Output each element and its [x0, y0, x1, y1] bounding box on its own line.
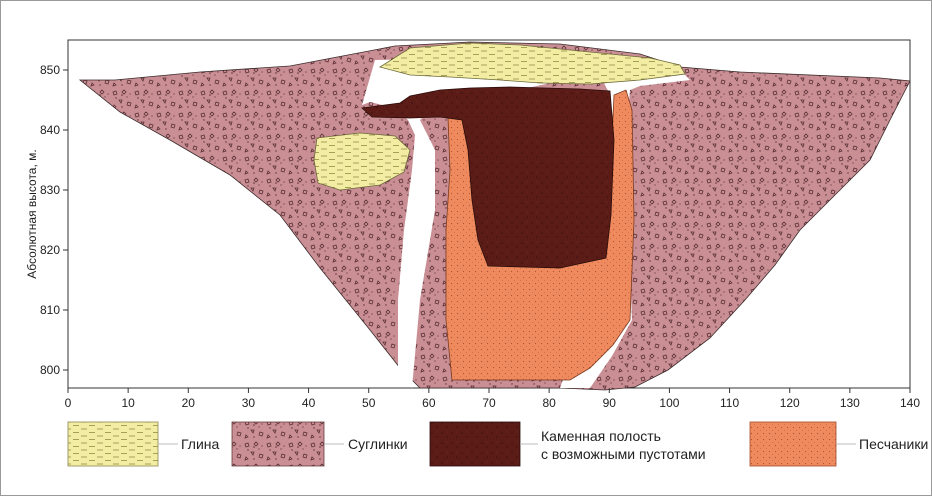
legend-swatch-cavity	[430, 422, 520, 466]
y-tick-label: 800	[40, 363, 60, 377]
x-tick-label: 70	[482, 396, 496, 410]
legend-swatch-loam	[232, 422, 324, 466]
legend-label-cavity-line1: Каменная полость	[541, 428, 661, 444]
x-tick-label: 120	[780, 396, 800, 410]
x-tick-label: 10	[121, 396, 135, 410]
legend: Глина Суглинки Каменная полость с возмож…	[68, 422, 928, 466]
x-tick-label: 0	[65, 396, 72, 410]
x-tick-label: 60	[422, 396, 436, 410]
x-tick-label: 40	[302, 396, 316, 410]
legend-swatch-clay	[68, 422, 158, 466]
legend-label-clay: Глина	[181, 436, 220, 452]
y-axis-label: Абсолютная высота, м.	[25, 149, 39, 279]
x-tick-label: 110	[720, 396, 739, 410]
legend-swatch-sand	[750, 422, 836, 466]
x-tick-label: 20	[182, 396, 196, 410]
y-tick-label: 850	[40, 63, 60, 77]
x-tick-label: 130	[840, 396, 860, 410]
x-tick-label: 140	[900, 396, 920, 410]
y-tick-label: 820	[40, 243, 60, 257]
legend-label-sand: Песчаники	[859, 436, 928, 452]
x-tick-label: 50	[362, 396, 376, 410]
x-axis: 0 10 20 30 40 50 60 70 80 90 100 110 120 130 140	[65, 388, 921, 410]
x-tick-label: 100	[659, 396, 679, 410]
y-tick-label: 810	[40, 303, 60, 317]
y-tick-label: 830	[40, 183, 60, 197]
x-tick-label: 30	[242, 396, 256, 410]
y-axis: 850 840 830 820 810 800	[40, 63, 68, 377]
x-tick-label: 90	[603, 396, 617, 410]
x-tick-label: 80	[542, 396, 556, 410]
legend-label-cavity-line2: с возможными пустотами	[541, 446, 706, 462]
legend-label-loam: Суглинки	[348, 436, 408, 452]
y-tick-label: 840	[40, 123, 60, 137]
